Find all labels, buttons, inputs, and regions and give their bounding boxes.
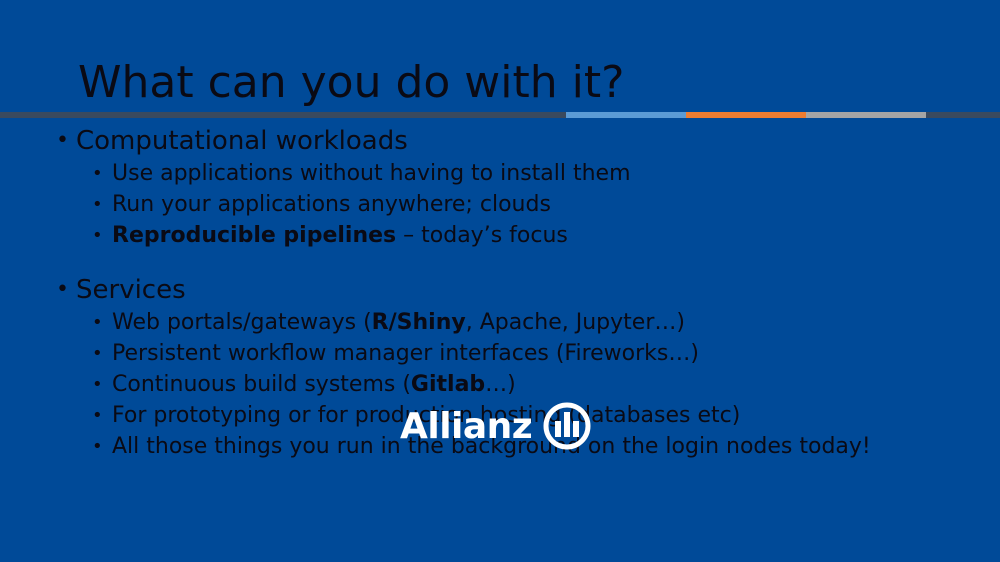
accent-bar-segment <box>806 112 926 118</box>
section-spacer <box>56 251 986 273</box>
bullet-item: All those things you run in the backgrou… <box>56 431 986 462</box>
logo-wordmark: Allianz <box>400 405 533 447</box>
accent-bar <box>0 112 1000 118</box>
bullet-item: Run your applications anywhere; clouds <box>56 189 986 220</box>
section-heading: Services <box>56 273 986 307</box>
accent-bar-segment <box>566 112 686 118</box>
bullet-item: Reproducible pipelines – today’s focus <box>56 220 986 251</box>
accent-bar-segment <box>686 112 806 118</box>
bullet-content: Computational workloads Use applications… <box>56 124 986 462</box>
accent-bar-segment <box>0 112 566 118</box>
bullet-item: For prototyping or for production hostin… <box>56 400 986 431</box>
bullet-text-bold: Gitlab <box>410 372 486 397</box>
bullet-list: Computational workloads Use applications… <box>56 124 986 462</box>
bullet-item: Persistent workflow manager interfaces (… <box>56 338 986 369</box>
slide-title: What can you do with it? <box>78 57 625 108</box>
bullet-text: Persistent workflow manager interfaces (… <box>112 341 699 366</box>
bullet-text-bold: Reproducible pipelines <box>112 223 397 248</box>
bullet-text: Continuous build systems ( <box>112 372 411 397</box>
bullet-text-bold: R/Shiny <box>371 310 466 335</box>
section-heading: Computational workloads <box>56 124 986 158</box>
bullet-text: Run your applications anywhere; clouds <box>112 192 551 217</box>
bullet-item: Continuous build systems (Gitlab…) <box>56 369 986 400</box>
bullet-text: Use applications without having to insta… <box>112 161 631 186</box>
bullet-text: …) <box>485 372 516 397</box>
accent-bar-segment <box>926 112 1000 118</box>
bullet-text: All those things you run in the backgrou… <box>112 434 871 459</box>
allianz-logo: Allianz <box>400 400 595 452</box>
bullet-text: – today’s focus <box>396 223 568 248</box>
bullet-text: For prototyping or for production hostin… <box>112 403 741 428</box>
bullet-item: Use applications without having to insta… <box>56 158 986 189</box>
allianz-eagle-icon <box>543 402 591 450</box>
bullet-item: Web portals/gateways (R/Shiny, Apache, J… <box>56 307 986 338</box>
bullet-text: Web portals/gateways ( <box>112 310 372 335</box>
bullet-text: , Apache, Jupyter…) <box>465 310 685 335</box>
